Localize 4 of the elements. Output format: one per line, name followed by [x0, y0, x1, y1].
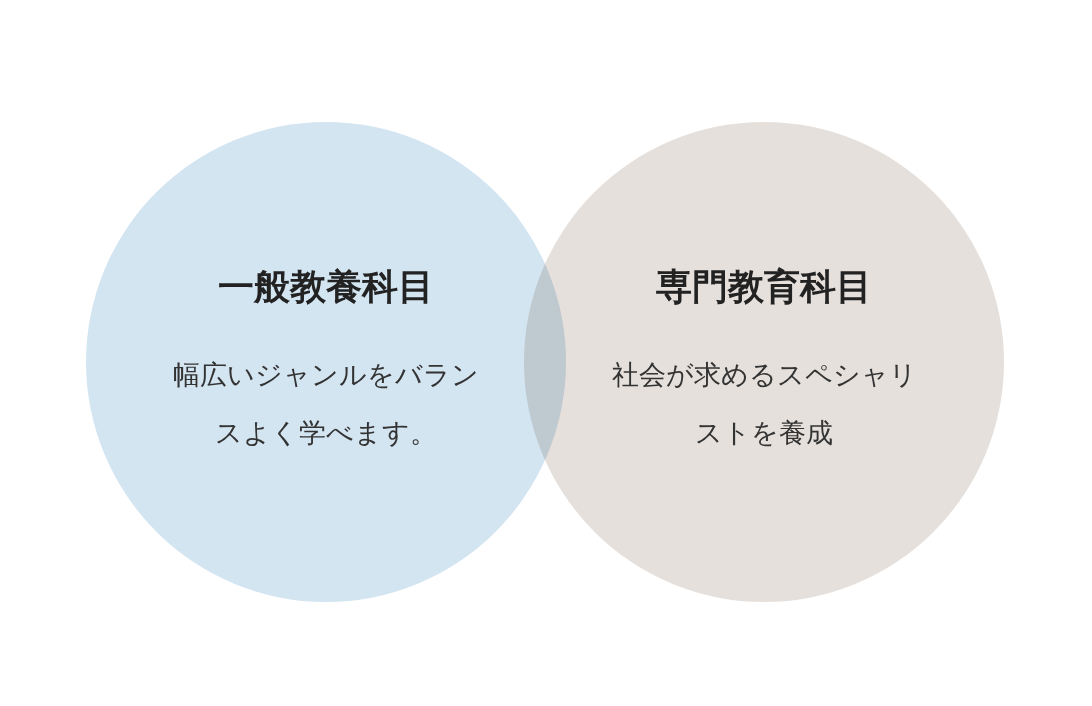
circle-description: 社会が求めるスペシャリストを養成 [610, 357, 918, 450]
circle-description: 幅広いジャンルをバランスよく学べます。 [172, 357, 480, 450]
circle-heading: 一般教養科目 [218, 264, 434, 309]
circle-heading: 専門教育科目 [656, 264, 872, 309]
